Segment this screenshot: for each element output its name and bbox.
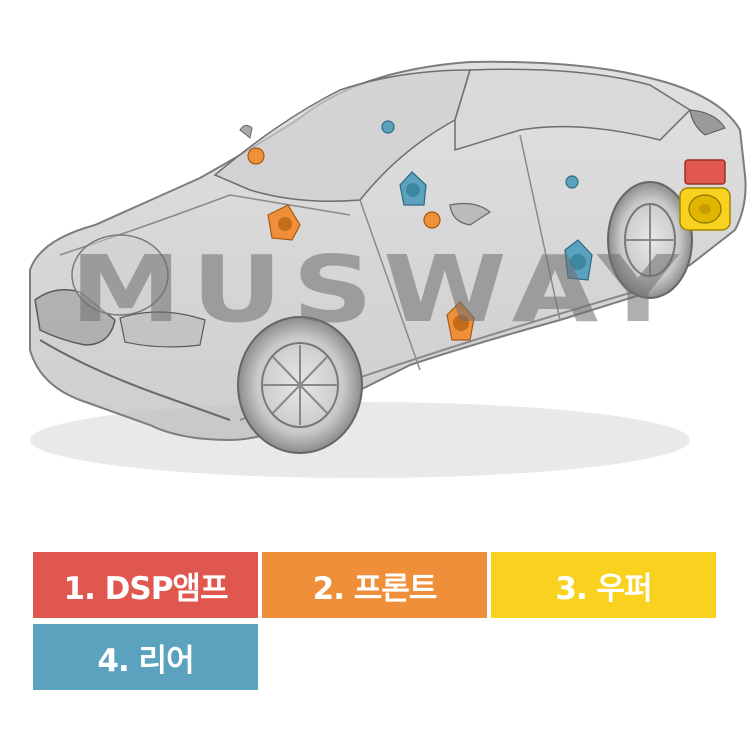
- legend-front: 2. 프론트: [262, 552, 487, 618]
- legend-woofer: 3. 우퍼: [491, 552, 716, 618]
- car-illustration: [0, 0, 750, 520]
- woofer-component: [680, 188, 730, 230]
- front-wheel: [238, 317, 362, 453]
- headlight: [120, 312, 205, 347]
- component-legend: 1. DSP앰프 2. 프론트 3. 우퍼 4. 리어: [33, 552, 717, 692]
- side-mirror-left: [240, 125, 252, 138]
- legend-rear: 4. 리어: [33, 624, 258, 690]
- legend-dsp-amp: 1. DSP앰프: [33, 552, 258, 618]
- dsp-amp-component: [685, 160, 725, 184]
- rear-left-wheel-ghost: [72, 235, 168, 315]
